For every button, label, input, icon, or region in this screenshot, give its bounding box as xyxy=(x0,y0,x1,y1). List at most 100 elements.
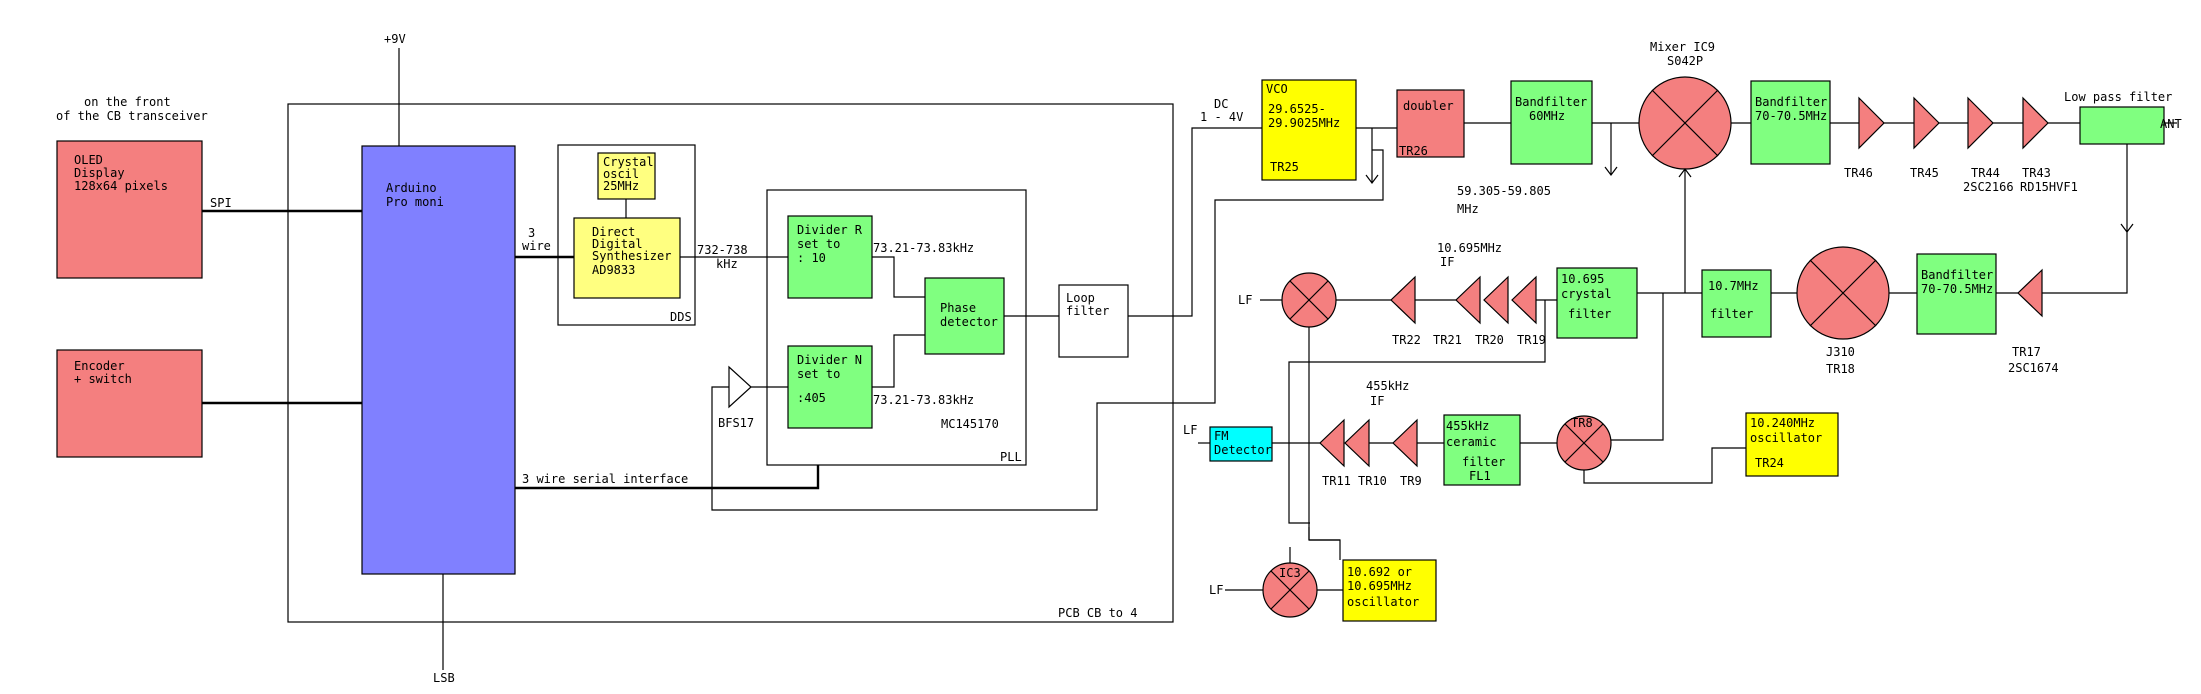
tr9-amplifier xyxy=(1392,418,1418,468)
crystal-osc-block xyxy=(597,152,656,200)
tr19-label: TR19 xyxy=(1517,333,1546,347)
encoder-label-2: + switch xyxy=(74,372,132,386)
bf70b-label-1: Bandfilter xyxy=(1921,268,1993,282)
pcb-label: PCB CB to 4 xyxy=(1058,606,1137,620)
pll-outline xyxy=(766,189,1027,466)
cer-label-1: 455kHz xyxy=(1446,419,1489,433)
divider-n-block xyxy=(787,345,873,429)
f59-label-1: 59.305-59.805 xyxy=(1457,184,1551,198)
tr22-amplifier xyxy=(1390,275,1416,325)
f10695-label-2: IF xyxy=(1440,255,1454,269)
tr8-mixer xyxy=(1556,415,1612,471)
arduino-block xyxy=(361,145,516,575)
ic3-label: IC3 xyxy=(1279,566,1301,580)
osc1069-label-1: 10.692 or xyxy=(1347,565,1412,579)
tr17-amplifier xyxy=(2017,268,2043,318)
mixer-label-1: Mixer IC9 xyxy=(1650,40,1715,54)
vco-label-1: VCO xyxy=(1266,82,1288,96)
f107-label-2: filter xyxy=(1710,307,1753,321)
dc-label-2: 1 - 4V xyxy=(1200,110,1243,124)
cer-label-4: FL1 xyxy=(1469,469,1491,483)
dds-freq-label-2: kHz xyxy=(716,257,738,271)
lf-label-2: LF xyxy=(1183,423,1197,437)
tr44-label-1: TR44 xyxy=(1971,166,2000,180)
oscillator-10692-block xyxy=(1342,559,1437,622)
plus9v-label: +9V xyxy=(384,32,406,46)
mc145170-label: MC145170 xyxy=(941,417,999,431)
filter-10-7mhz-block xyxy=(1701,269,1772,338)
xtal-label-1: 10.695 xyxy=(1561,272,1604,286)
bf60-label-2: 60MHz xyxy=(1529,109,1565,123)
bf70a-label-1: Bandfilter xyxy=(1755,95,1827,109)
pll-label: PLL xyxy=(1000,450,1022,464)
f455-label-2: IF xyxy=(1370,394,1384,408)
fm-detector-block xyxy=(1209,426,1273,462)
doubler-label: doubler xyxy=(1403,99,1454,113)
mixer-j310 xyxy=(1796,246,1890,340)
osc10240-label-3: TR24 xyxy=(1755,456,1784,470)
cer-label-3: filter xyxy=(1462,455,1505,469)
f455-label-1: 455kHz xyxy=(1366,379,1409,393)
threewire-label-1: 3 xyxy=(528,226,535,240)
tr17-label-1: TR17 xyxy=(2012,345,2041,359)
tr9-label: TR9 xyxy=(1400,474,1422,488)
divr-label-1: Divider R xyxy=(797,223,863,237)
crystal-label-1: Crystal xyxy=(603,155,654,169)
f59-label-2: MHz xyxy=(1457,202,1479,216)
serial-label: 3 wire serial interface xyxy=(522,472,688,486)
tr8-label: TR8 xyxy=(1571,416,1593,430)
loop-filter-block xyxy=(1058,284,1129,358)
divn-label-1: Divider N xyxy=(797,353,862,367)
lf-label-3: LF xyxy=(1209,583,1223,597)
lf-label-1: LF xyxy=(1238,293,1252,307)
cer-label-2: ceramic xyxy=(1446,435,1497,449)
bandfilter-70mhz-tx-block xyxy=(1750,80,1831,165)
front-label-1: on the front xyxy=(84,95,171,109)
tr21-label: TR21 xyxy=(1433,333,1462,347)
bfs17-amplifier xyxy=(728,365,752,409)
vco-label-3: 29.9025MHz xyxy=(1268,116,1340,130)
tr46-label: TR46 xyxy=(1844,166,1873,180)
front-label-2: of the CB transceiver xyxy=(56,109,208,123)
encoder-label-1: Encoder xyxy=(74,359,125,373)
osc10240-label-2: oscillator xyxy=(1750,431,1822,445)
bf70b-label-2: 70-70.5MHz xyxy=(1921,282,1993,296)
bandfilter-60mhz-block xyxy=(1510,80,1593,165)
phase-label-1: Phase xyxy=(940,301,976,315)
fm-label-2: Detector xyxy=(1214,443,1272,457)
osc1069-label-2: 10.695MHz xyxy=(1347,579,1412,593)
phase-label-2: detector xyxy=(940,315,998,329)
threewire-label-2: wire xyxy=(522,239,551,253)
lpf-label: Low pass filter xyxy=(2064,90,2172,104)
tr43-amplifier xyxy=(2022,96,2049,150)
xtal-label-2: crystal xyxy=(1561,287,1612,301)
dds-block xyxy=(573,217,681,299)
tr43-label-1: TR43 xyxy=(2022,166,2051,180)
divn-label-3: :405 xyxy=(797,391,826,405)
mixer-label-2: S042P xyxy=(1667,54,1703,68)
lsb-label: LSB xyxy=(433,671,455,685)
dds-label-3: Synthesizer xyxy=(592,249,671,263)
divr-label-2: set to xyxy=(797,237,840,251)
ant-label: ANT xyxy=(2160,117,2182,131)
tr45-amplifier xyxy=(1913,96,1940,150)
f7321-label-a: 73.21-73.83kHz xyxy=(873,241,974,255)
dds-label: DDS xyxy=(670,310,692,324)
tr21-amplifier xyxy=(1455,275,1481,325)
tr44-label-2: 2SC2166 xyxy=(1963,180,2014,194)
osc1069-label-3: oscillator xyxy=(1347,595,1419,609)
oscillator-10240-block xyxy=(1745,412,1839,477)
dds-freq-label-1: 732-738 xyxy=(697,243,748,257)
f7321-label-b: 73.21-73.83kHz xyxy=(873,393,974,407)
j310-label-2: TR18 xyxy=(1826,362,1855,376)
loop-label-1: Loop xyxy=(1066,291,1095,305)
vco-block xyxy=(1261,79,1357,181)
pcb-outline xyxy=(287,103,1174,623)
oled-label-3: 128x64 pixels xyxy=(74,179,168,193)
tr43-label-2: RD15HVF1 xyxy=(2020,180,2078,194)
bfs17-label: BFS17 xyxy=(718,416,754,430)
dds-outline xyxy=(557,144,696,326)
tr44-amplifier xyxy=(1967,96,1994,150)
oled-display-block xyxy=(56,140,203,279)
phase-detector-block xyxy=(924,277,1005,355)
